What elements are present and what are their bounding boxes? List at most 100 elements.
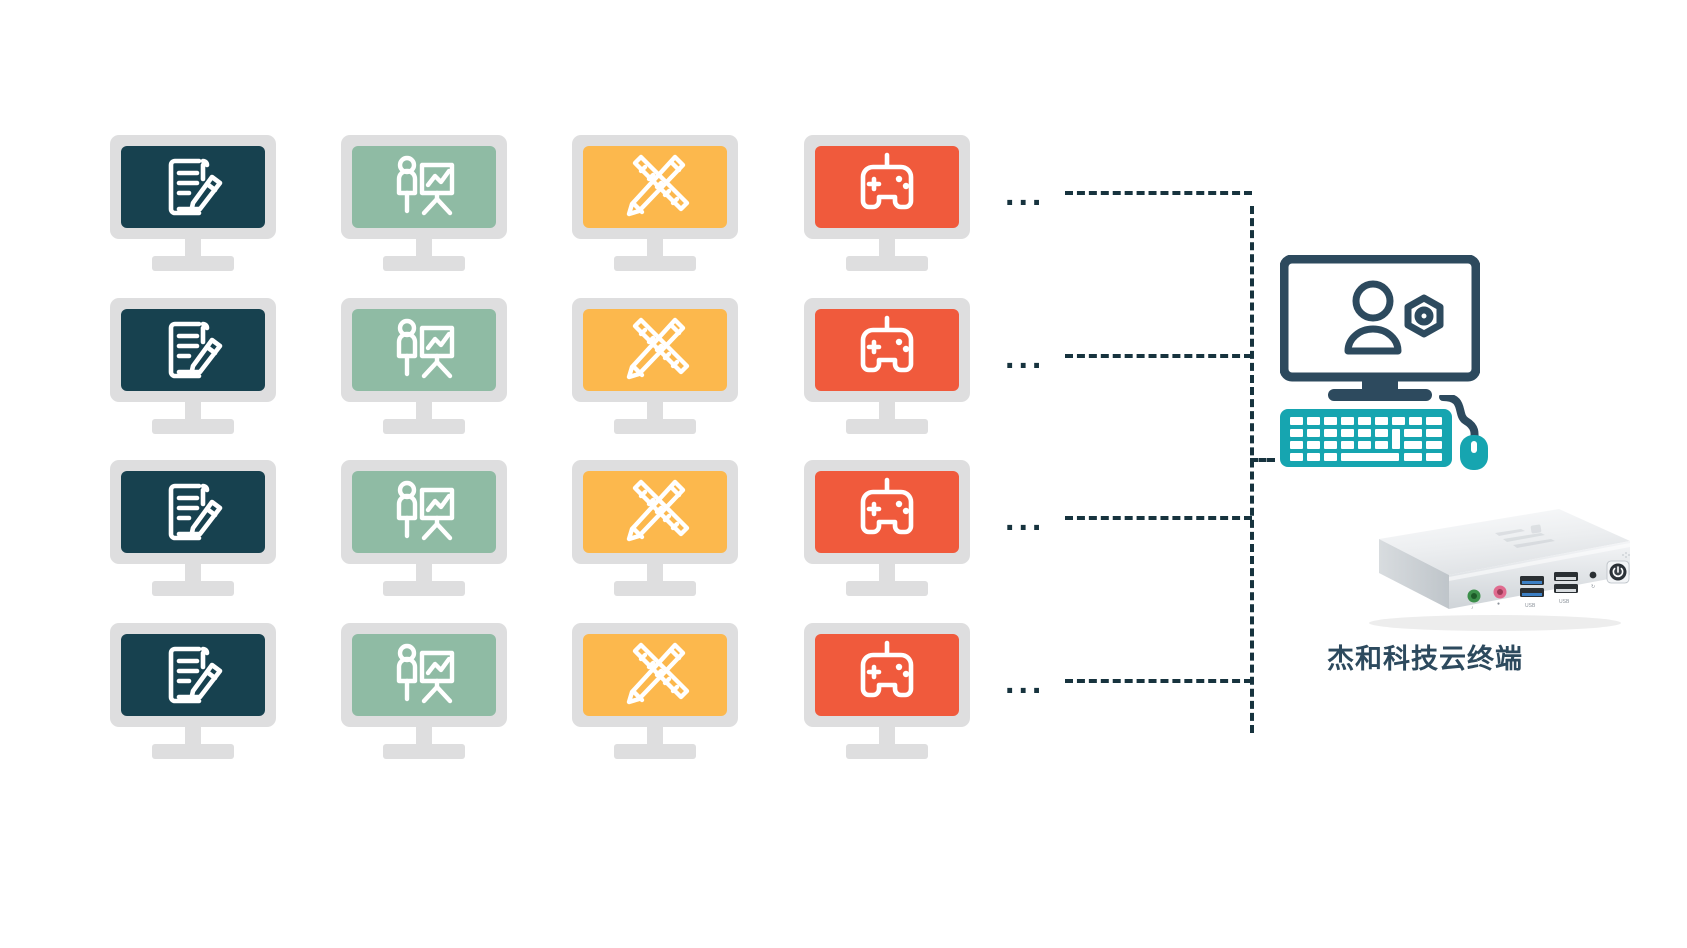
row-ellipsis-3: ... [1005, 500, 1046, 538]
connector-trunk-vertical [1250, 206, 1254, 733]
monitor-base [846, 419, 928, 434]
monitor-base [152, 581, 234, 596]
ruler-pencil-icon [626, 642, 690, 705]
gamepad-icon [860, 315, 914, 373]
svg-text:●: ● [1497, 601, 1500, 607]
monitor-base [152, 744, 234, 759]
row-ellipsis-2: ... [1005, 338, 1046, 376]
monitor-screen [815, 471, 959, 553]
monitor-screen [815, 634, 959, 716]
monitor-base [383, 744, 465, 759]
monitor-base [152, 256, 234, 271]
monitor-base [846, 256, 928, 271]
svg-text:↻: ↻ [1591, 584, 1595, 590]
connector-to-server [1250, 458, 1275, 462]
mic-in-port [1493, 585, 1507, 599]
row-ellipsis-1: ... [1005, 175, 1046, 213]
monitor-neck [416, 239, 432, 259]
power-button [1606, 560, 1630, 584]
monitor-base [614, 744, 696, 759]
usb3-port-1 [1520, 576, 1544, 585]
client-monitor-office-row1[interactable] [110, 135, 276, 271]
monitor-neck [185, 239, 201, 259]
document-pencil-icon [168, 646, 223, 704]
monitor-screen [583, 471, 727, 553]
monitor-neck [647, 727, 663, 747]
client-monitor-gaming-row1[interactable] [804, 135, 970, 271]
monitor-screen [352, 309, 496, 391]
monitor-screen [583, 634, 727, 716]
monitor-screen [352, 146, 496, 228]
client-monitor-presentation-row4[interactable] [341, 623, 507, 759]
document-pencil-icon [168, 483, 223, 541]
monitor-screen [583, 309, 727, 391]
monitor-neck [185, 402, 201, 422]
client-monitor-design-row3[interactable] [572, 460, 738, 596]
monitor-neck [879, 239, 895, 259]
mouse-icon [1460, 435, 1488, 470]
monitor-screen [121, 634, 265, 716]
monitor-screen [352, 634, 496, 716]
monitor-base [614, 581, 696, 596]
reset-pinhole [1589, 571, 1597, 579]
client-monitor-presentation-row3[interactable] [341, 460, 507, 596]
monitor-screen [352, 471, 496, 553]
client-monitor-presentation-row2[interactable] [341, 298, 507, 434]
monitor-base [383, 581, 465, 596]
monitor-screen [121, 146, 265, 228]
keyboard-icon [1280, 409, 1452, 467]
svg-text:USB: USB [1559, 599, 1570, 605]
client-monitor-gaming-row3[interactable] [804, 460, 970, 596]
presenter-chart-icon [396, 155, 455, 216]
client-monitor-gaming-row4[interactable] [804, 623, 970, 759]
keyboard-and-mouse [1280, 393, 1525, 475]
svg-text:♪: ♪ [1471, 605, 1474, 611]
monitor-neck [416, 727, 432, 747]
monitor-screen [815, 309, 959, 391]
monitor-base [383, 419, 465, 434]
brand-emboss [1495, 524, 1555, 548]
monitor-neck [185, 727, 201, 747]
presenter-chart-icon [396, 480, 455, 541]
ruler-pencil-icon [626, 317, 690, 380]
ruler-pencil-icon [626, 479, 690, 542]
monitor-neck [879, 402, 895, 422]
monitor-base [846, 744, 928, 759]
client-monitor-design-row4[interactable] [572, 623, 738, 759]
admin-monitor [1279, 254, 1481, 410]
client-monitor-office-row2[interactable] [110, 298, 276, 434]
monitor-base [846, 581, 928, 596]
monitor-screen [815, 146, 959, 228]
gamepad-icon [860, 152, 914, 210]
connector-branch-row2 [1065, 354, 1252, 358]
user-gear-icon [1344, 280, 1444, 355]
usb3-port-2 [1520, 588, 1544, 597]
monitor-base [383, 256, 465, 271]
client-monitor-design-row2[interactable] [572, 298, 738, 434]
client-monitor-design-row1[interactable] [572, 135, 738, 271]
connector-branch-row3 [1065, 516, 1252, 520]
gamepad-icon [860, 477, 914, 535]
client-monitor-office-row4[interactable] [110, 623, 276, 759]
monitor-neck [879, 727, 895, 747]
client-monitor-presentation-row1[interactable] [341, 135, 507, 271]
monitor-screen [583, 146, 727, 228]
monitor-base [614, 256, 696, 271]
monitor-neck [647, 564, 663, 584]
presenter-chart-icon [396, 643, 455, 704]
connector-branch-row4 [1065, 679, 1252, 683]
monitor-neck [185, 564, 201, 584]
document-pencil-icon [168, 321, 223, 379]
gamepad-icon [860, 640, 914, 698]
document-pencil-icon [168, 158, 223, 216]
device-caption: 杰和科技云终端 [1327, 644, 1523, 674]
client-monitor-gaming-row2[interactable] [804, 298, 970, 434]
monitor-neck [879, 564, 895, 584]
ruler-pencil-icon [626, 154, 690, 217]
monitor-neck [416, 402, 432, 422]
monitor-neck [647, 402, 663, 422]
monitor-neck [647, 239, 663, 259]
monitor-base [152, 419, 234, 434]
client-monitor-office-row3[interactable] [110, 460, 276, 596]
